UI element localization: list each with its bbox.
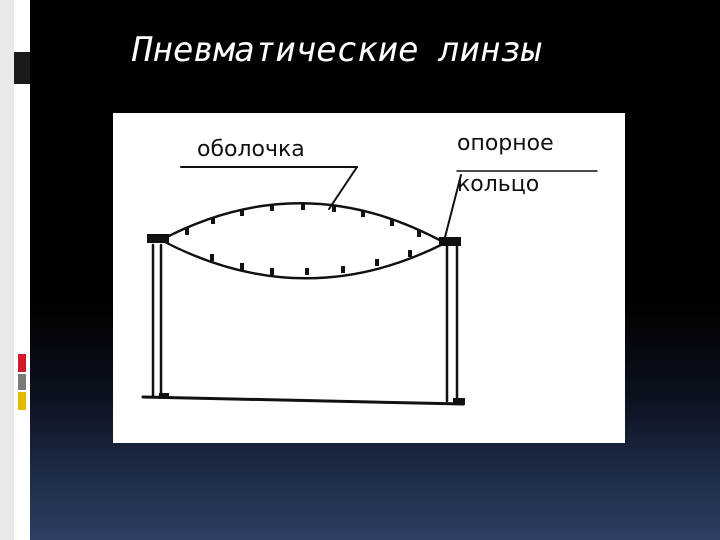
accent-gray — [18, 374, 26, 390]
accent-red — [18, 354, 26, 372]
ring-leader-line — [442, 174, 462, 246]
accent-yellow — [18, 392, 26, 410]
support-ring-label-line1: опорное — [457, 131, 554, 156]
slide-title: Пневматические линзы — [132, 30, 542, 70]
right-support-ring — [439, 237, 461, 246]
left-foot — [159, 393, 169, 399]
shell-leader-line — [328, 166, 358, 210]
pneumatic-lens-diagram — [141, 166, 598, 406]
ground-line — [141, 395, 465, 406]
left-decor-bar — [0, 0, 30, 540]
left-decor-bar-shade — [0, 0, 14, 540]
accent-block-top — [14, 52, 30, 84]
right-foot — [453, 398, 465, 405]
lower-shell-ticks — [210, 250, 412, 275]
lower-shell — [159, 238, 447, 280]
upper-shell-ticks — [185, 203, 421, 237]
support-ring-label-line2: кольцо — [457, 172, 540, 197]
left-support-ring — [147, 234, 169, 243]
shell-label: оболочка — [197, 137, 305, 162]
pneumatic-lens-figure: оболочка опорное кольцо — [113, 113, 625, 443]
